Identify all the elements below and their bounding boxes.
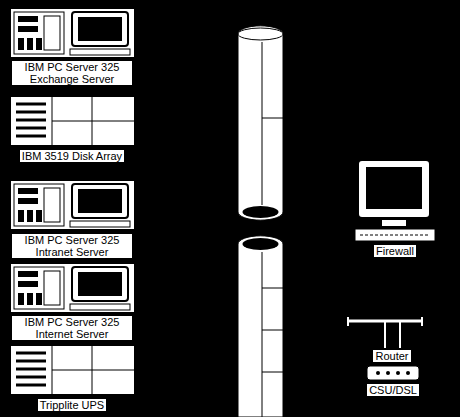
ups-label: Tripplite UPS: [38, 399, 106, 411]
device-name: CSU/DSL: [369, 384, 417, 396]
disk-array-label: IBM 3519 Disk Array: [20, 150, 124, 162]
device-name: Firewall: [376, 245, 414, 257]
device-name: IBM 3519 Disk Array: [22, 150, 122, 162]
server-label: IBM PC Server 325 Exchange Server: [12, 61, 132, 85]
server-label: IBM PC Server 325 Internet Server: [12, 316, 132, 340]
device-name: Tripplite UPS: [40, 399, 104, 411]
firewall-label: Firewall: [374, 245, 416, 257]
device-name: IBM PC Server 325 Internet Server: [14, 316, 130, 340]
server-label: IBM PC Server 325 Intranet Server: [12, 234, 132, 258]
device-name: IBM PC Server 325 Exchange Server: [14, 61, 130, 85]
csu-dsl-label: CSU/DSL: [367, 384, 419, 396]
router-label: Router: [373, 350, 410, 362]
device-name: IBM PC Server 325 Intranet Server: [14, 234, 130, 258]
device-name: Router: [375, 350, 408, 362]
